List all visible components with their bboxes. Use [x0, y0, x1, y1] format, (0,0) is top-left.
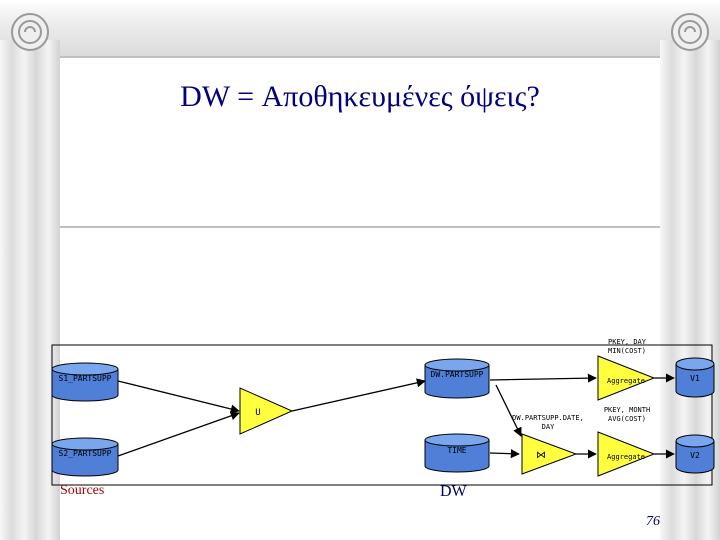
- dw-partsupp-date-label: DW.PARTSUPP.DATE,DAY: [512, 414, 584, 431]
- edge-time-to-join: [489, 449, 520, 459]
- edge-dwpartsupp-to-agg1: [489, 373, 597, 383]
- time-label: TIME: [447, 446, 466, 455]
- left-capital-scroll-icon: [11, 13, 50, 51]
- v2-cylinder: [675, 434, 715, 474]
- time-cylinder: [424, 433, 490, 473]
- sources-label: Sources: [60, 483, 105, 498]
- source-2-label: S2_PARTSUPP: [59, 449, 112, 458]
- aggregate-1-triangle: [597, 355, 656, 401]
- s1-partsupp-cylinder: [51, 362, 119, 402]
- s2-partsupp-cylinder: [51, 437, 119, 477]
- dw-partsupp-cylinder: [424, 358, 490, 399]
- divider-top: [60, 56, 660, 58]
- frame-entablature: [0, 0, 720, 60]
- dw-partsupp-label: DW.PARTSUPP: [431, 370, 484, 379]
- join-triangle: [521, 433, 578, 475]
- union-label: U: [255, 408, 260, 418]
- edge-s1-to-union: [117, 380, 240, 414]
- join-label: ⋈: [536, 450, 546, 461]
- edge-dwpartsupp-to-join: [495, 384, 522, 437]
- v2-label: V2: [690, 451, 700, 460]
- aggregate-2-triangle: [597, 431, 656, 477]
- v1-cylinder: [675, 357, 715, 398]
- aggregate-2-label: Aggregate: [607, 453, 645, 461]
- diagram-border: [51, 344, 713, 486]
- page-number: 76: [646, 514, 660, 529]
- v1-label: V1: [690, 374, 700, 383]
- dw-label: DW: [440, 483, 467, 500]
- right-capital-scroll-icon: [671, 13, 710, 51]
- divider-middle: [60, 226, 660, 228]
- union-triangle: [239, 387, 294, 435]
- edge-union-to-dwpartsupp: [291, 378, 426, 412]
- edge-s2-to-union: [117, 411, 240, 457]
- slide-title: DW = Αποθηκευμένες όψεις?: [180, 80, 540, 113]
- aggregate-1-label: Aggregate: [607, 377, 645, 385]
- source-1-label: S1_PARTSUPP: [59, 374, 112, 383]
- left-column-decoration: [0, 40, 60, 540]
